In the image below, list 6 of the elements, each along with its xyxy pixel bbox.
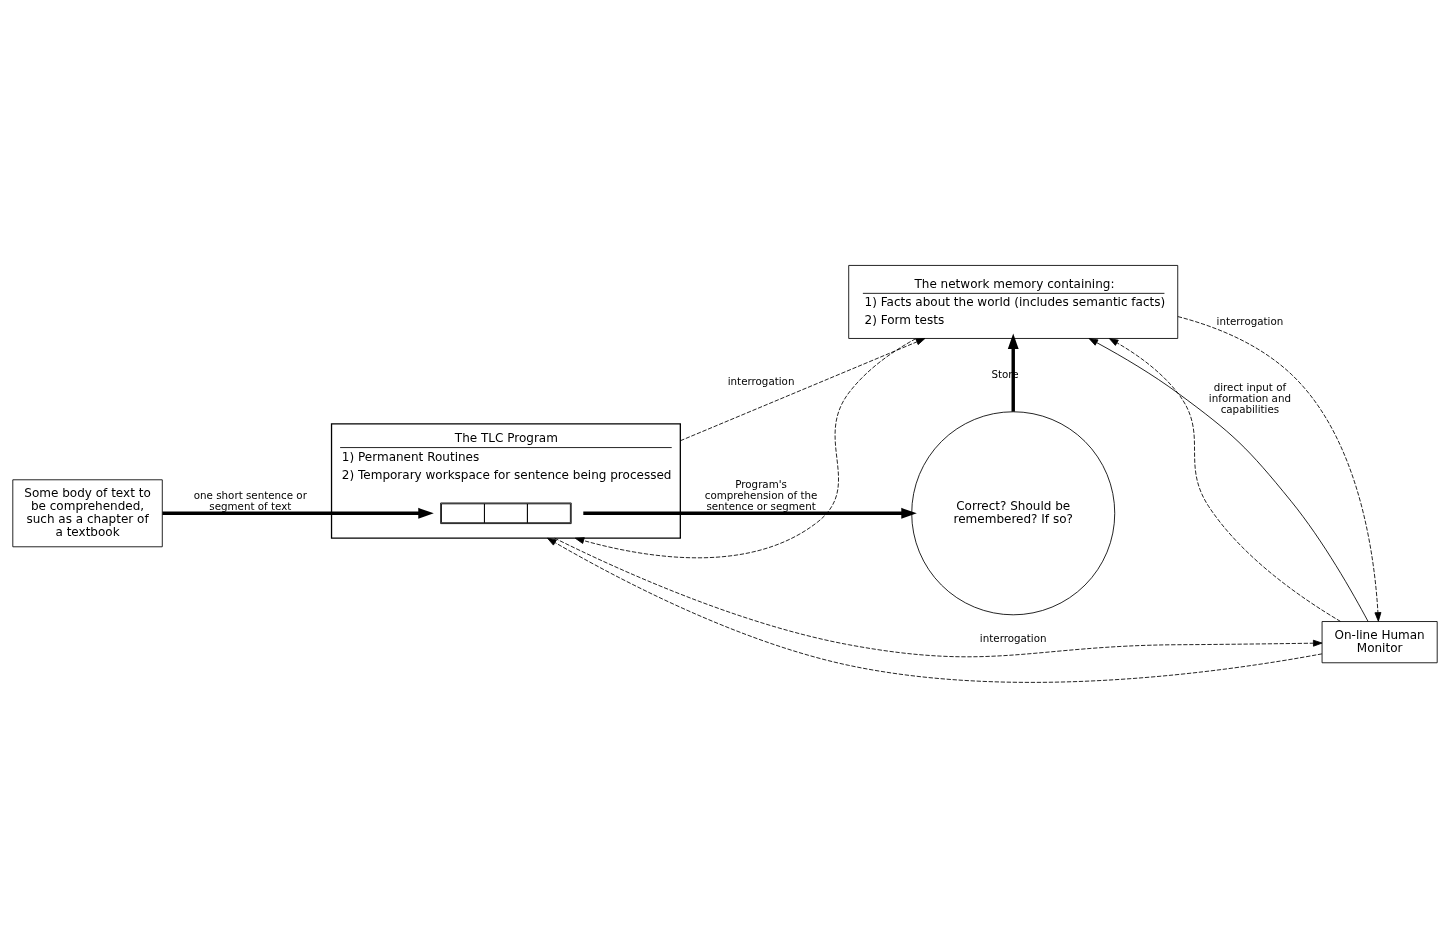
edge-label: direct input of information and capabilities [1208, 380, 1291, 415]
edge-label: interrogation [979, 631, 1047, 644]
edge-label: Program's comprehension of the sentence or segment [704, 477, 818, 512]
edge-label: one short sentence or segment of text [193, 488, 307, 512]
edge-label: interrogation [1216, 314, 1284, 327]
edge-label: interrogation [727, 374, 795, 387]
